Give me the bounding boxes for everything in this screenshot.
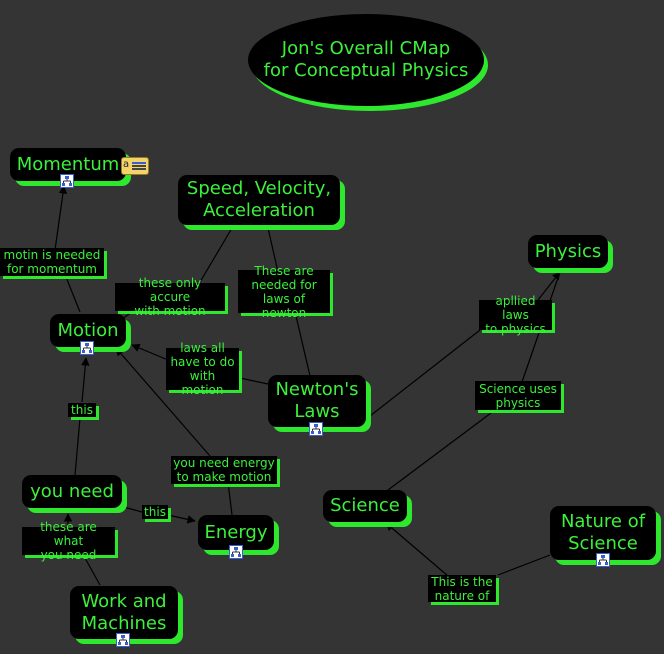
edge-momentum-arrow (54, 185, 68, 251)
link-energy-to-make-motion[interactable]: you need energy to make motion (171, 456, 277, 484)
submap-icon[interactable] (80, 341, 94, 355)
link-needed-for-laws-of-newton[interactable]: These are needed for laws of newton (238, 264, 330, 320)
submap-icon[interactable] (229, 545, 243, 559)
edge-this-motion (81, 357, 90, 403)
link-applied-laws-to-physics[interactable]: apllied laws to physics (479, 294, 552, 336)
edge-laws-motion (131, 344, 169, 361)
edge-youneed-this2 (123, 506, 143, 513)
edge-energy-label (227, 481, 233, 516)
edge-newton-applied (369, 329, 481, 417)
annotation-icon[interactable]: a (121, 157, 149, 175)
edge-speed-label (199, 227, 233, 283)
node-label: Momentum (16, 153, 120, 175)
node-label: Science (330, 495, 400, 516)
edge-needed-newton (295, 315, 311, 377)
edge-label-motion2 (115, 347, 211, 457)
node-label: Energy (204, 521, 268, 543)
submap-icon[interactable] (60, 174, 74, 188)
submap-icon[interactable] (596, 553, 610, 567)
submap-icon[interactable] (309, 422, 323, 436)
node-label: you need (30, 480, 114, 502)
node-energy[interactable]: Energy (198, 515, 274, 550)
node-speed-velocity-acceleration[interactable]: Speed, Velocity, Acceleration (178, 175, 340, 225)
node-label: Newton's Laws (275, 379, 359, 422)
node-newtons-laws[interactable]: Newton's Laws (268, 375, 366, 427)
node-momentum[interactable]: Momentum (10, 148, 126, 181)
node-label: Nature of Science (560, 511, 646, 554)
link-laws-all-motion[interactable]: laws all have to do with motion (166, 341, 239, 397)
edge-label-science (385, 522, 449, 577)
edge-youneed-this (74, 417, 81, 476)
map-title: Jon's Overall CMap for Conceptual Physic… (248, 14, 484, 106)
edge-science-uses (387, 409, 496, 491)
node-nature-of-science[interactable]: Nature of Science (550, 506, 656, 560)
edge-speed-needed (267, 227, 279, 273)
edge-nature-label (497, 554, 551, 576)
link-science-uses-physics[interactable]: Science uses physics (475, 381, 561, 410)
link-this-energy[interactable]: this (142, 505, 168, 519)
edge-work-label (84, 557, 101, 586)
link-this-motion[interactable]: this (68, 403, 96, 417)
node-physics[interactable]: Physics (528, 235, 608, 268)
link-motin-needed-for-momentum[interactable]: motin is needed for momentum (0, 248, 104, 276)
node-you-need[interactable]: you need (22, 475, 122, 508)
link-these-are-what-you-need[interactable]: these are what you need (22, 520, 115, 562)
edge-this2-energy (167, 514, 196, 524)
node-science[interactable]: Science (323, 490, 407, 522)
node-work-and-machines[interactable]: Work and Machines (70, 586, 178, 639)
submap-icon[interactable] (116, 633, 130, 647)
link-this-is-the-nature-of[interactable]: This is the nature of (428, 575, 496, 603)
link-only-accure-with-motion[interactable]: these only accure with motion (115, 276, 225, 318)
node-label: Motion (57, 319, 119, 341)
node-label: Physics (534, 240, 602, 262)
node-label: Work and Machines (81, 590, 167, 634)
edge-newton-laws (239, 377, 269, 385)
edge-applied-physics (537, 271, 561, 301)
node-label: Speed, Velocity, Acceleration (186, 178, 332, 221)
